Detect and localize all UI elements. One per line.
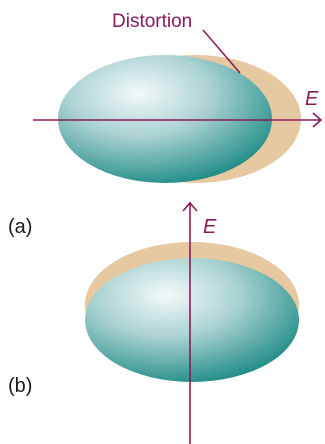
molecule-ellipse-b <box>85 258 299 382</box>
field-label-a: E <box>305 88 319 110</box>
distortion-label: Distortion <box>112 11 192 32</box>
panel-label-a: (a) <box>8 216 32 238</box>
panel-label-b: (b) <box>8 375 32 397</box>
molecule-ellipse-a <box>58 55 272 183</box>
panel-b: E (b) <box>8 202 299 444</box>
panel-a: Distortion E (a) <box>8 11 321 238</box>
field-label-b: E <box>203 216 217 238</box>
